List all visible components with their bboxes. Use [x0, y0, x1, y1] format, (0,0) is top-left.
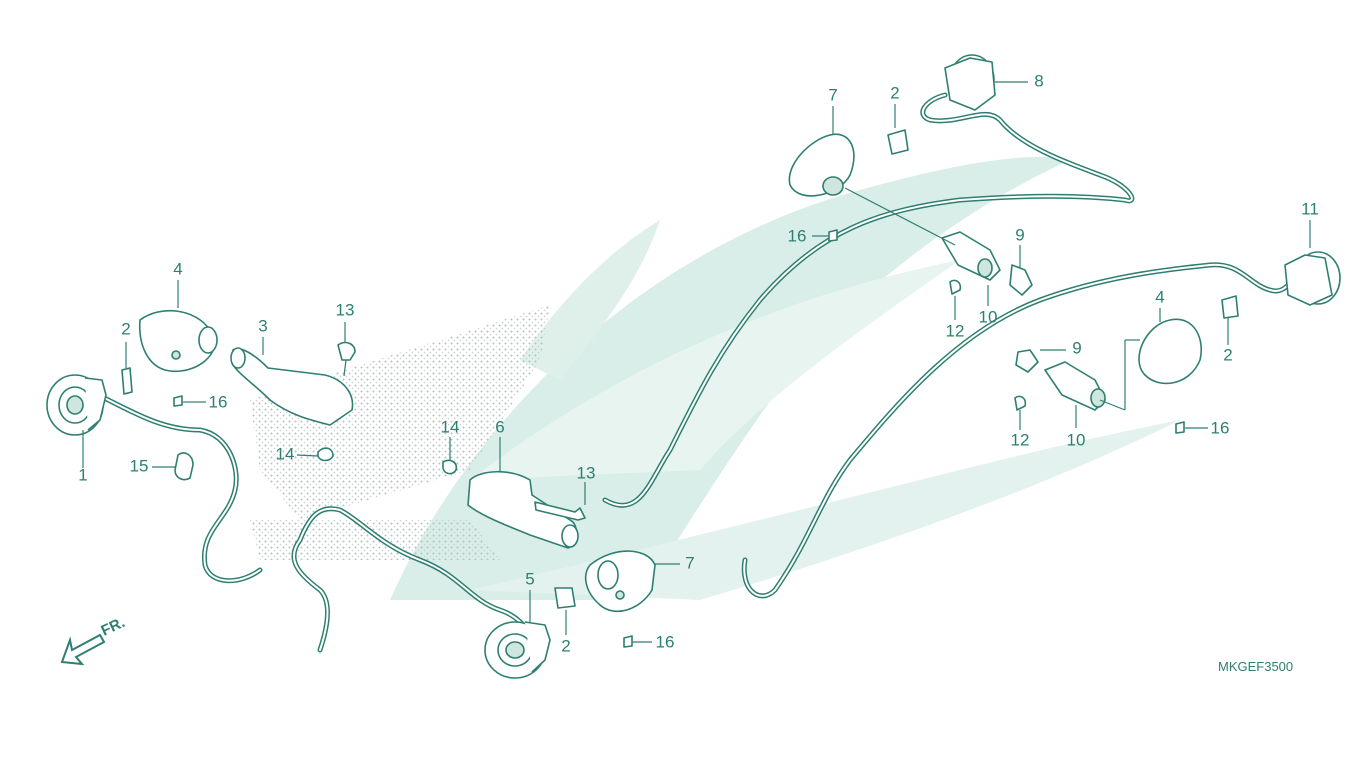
rear-right-clip-nut: [1014, 395, 1027, 411]
clip: [1221, 295, 1239, 319]
screw: [828, 229, 838, 242]
reference-code: MKGEF3500: [1218, 659, 1293, 674]
leader-lines: [82, 81, 1311, 643]
clip: [554, 587, 576, 609]
clip: [121, 367, 133, 395]
clamp: [174, 452, 194, 481]
nut-small: [317, 447, 334, 462]
nut-small: [442, 459, 458, 475]
front-left-stay: [230, 347, 354, 426]
callout-12: 12: [1011, 430, 1030, 449]
screw: [173, 395, 183, 407]
callout-8: 8: [1034, 71, 1043, 90]
rear-right-winker-lens: [1284, 251, 1341, 306]
front-direction-arrow: FR.: [60, 614, 128, 666]
wire-harness-front-right: [291, 506, 533, 653]
rear-right-bulb-holder: [1015, 349, 1039, 373]
rear-left-clip-nut: [949, 279, 962, 295]
callout-4: 4: [173, 259, 182, 278]
callout-6: 6: [495, 417, 504, 436]
callout-14: 14: [441, 417, 460, 436]
front-left-winker-lens: [46, 374, 107, 436]
front-right-winker-lens: [484, 621, 551, 679]
callout-16: 16: [656, 632, 675, 651]
callout-3: 3: [258, 316, 267, 335]
callout-11: 11: [1301, 199, 1319, 218]
screw: [623, 635, 633, 648]
callout-9: 9: [1072, 338, 1081, 357]
rear-left-winker-lens: [944, 54, 996, 111]
callout-7: 7: [828, 85, 837, 104]
callout-16: 16: [209, 392, 228, 411]
callout-12: 12: [946, 321, 965, 340]
screw: [1175, 421, 1185, 434]
callout-2: 2: [890, 83, 899, 102]
callout-10: 10: [1067, 430, 1086, 449]
callout-labels: 1 2 4 3 16 14 15 13 14 6 13 5 2 7 16 7 2…: [78, 71, 1319, 655]
rear-left-socket: [941, 231, 1001, 281]
callout-7: 7: [685, 553, 694, 572]
callout-15: 15: [130, 456, 149, 475]
front-left-winker-housing: [138, 309, 218, 372]
watermark-dots: [250, 305, 550, 560]
callout-1: 1: [78, 465, 87, 484]
front-right-winker-housing: [584, 550, 656, 613]
callout-2: 2: [121, 319, 130, 338]
rear-left-bulb-holder: [1009, 264, 1033, 296]
wire-harness-rear-left: [602, 92, 1135, 508]
rear-right-socket: [1044, 361, 1106, 411]
grommet-bolt: [337, 341, 356, 377]
callout-2: 2: [561, 636, 570, 655]
callout-9: 9: [1015, 225, 1024, 244]
callout-13: 13: [577, 463, 596, 482]
wire-harness-front-left: [95, 392, 263, 584]
callout-16: 16: [788, 226, 807, 245]
bolt-long: [534, 501, 586, 521]
callout-5: 5: [525, 569, 534, 588]
callout-2: 2: [1223, 345, 1232, 364]
callout-16: 16: [1211, 418, 1230, 437]
watermark-wing: [390, 156, 1180, 601]
rear-left-winker-body: [788, 133, 855, 197]
wire-harness-rear-right: [741, 262, 1303, 599]
rear-right-winker-body: [1138, 318, 1202, 385]
callout-10: 10: [979, 307, 998, 326]
clip: [887, 129, 909, 155]
front-label: FR.: [99, 614, 128, 640]
callout-4: 4: [1155, 287, 1164, 306]
callout-14: 14: [276, 444, 295, 463]
callout-13: 13: [336, 300, 355, 319]
